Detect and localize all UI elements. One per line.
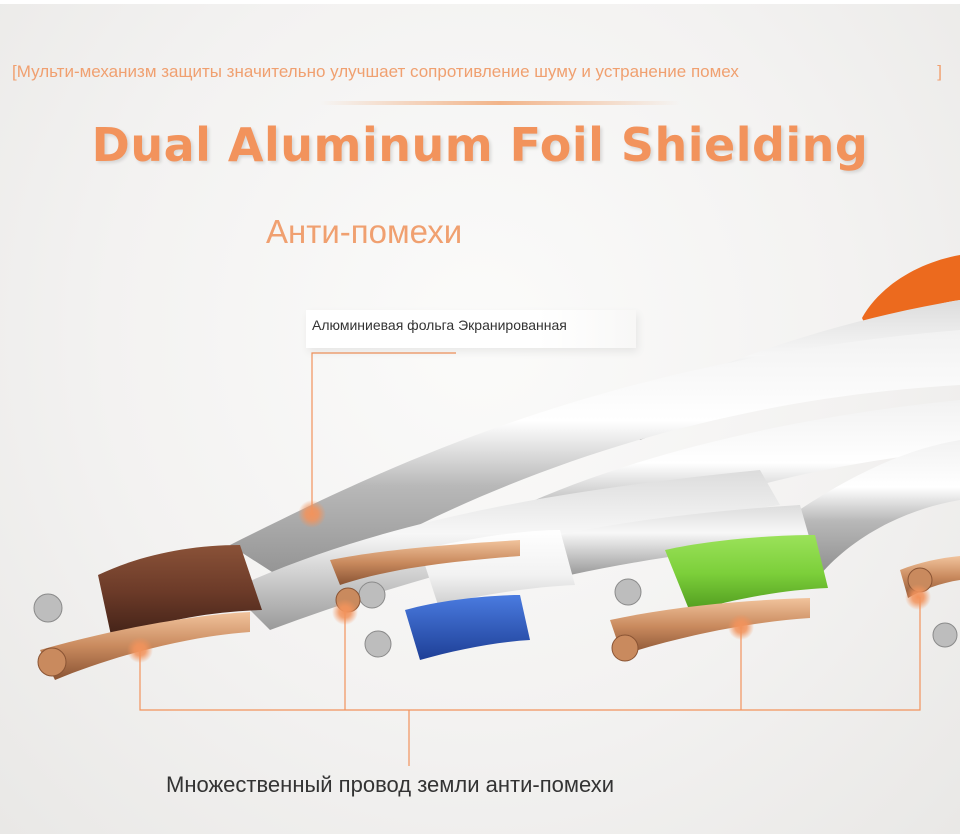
subtitle-text-group: [Мульти-механизм защиты значительно улуч… — [12, 62, 739, 82]
foil-callout-label: Алюминиевая фольга Экранированная — [306, 310, 636, 348]
anti-interference-label: Анти-помехи — [266, 213, 463, 250]
bracket-close: ] — [937, 62, 942, 81]
accent-divider — [320, 101, 680, 105]
callout-lines — [139, 352, 921, 766]
foil-tube-1 — [230, 330, 960, 590]
callout-dots — [127, 500, 931, 663]
foil-tube-4 — [770, 440, 960, 575]
bracket-open: [ — [12, 62, 17, 81]
ground-callout-label: Множественный провод земли анти-помехи — [166, 772, 615, 797]
wire-brown — [98, 545, 262, 640]
top-border — [0, 0, 960, 4]
foil-tube-5 — [540, 505, 810, 575]
subtitle-text: Мульти-механизм защиты значительно улучш… — [16, 62, 739, 81]
wire-green — [665, 535, 828, 612]
wire-blue — [405, 595, 530, 660]
page-title: Dual Aluminum Foil Shielding — [91, 118, 869, 172]
subtitle: [Мульти-механизм защиты значительно улуч… — [12, 60, 942, 84]
